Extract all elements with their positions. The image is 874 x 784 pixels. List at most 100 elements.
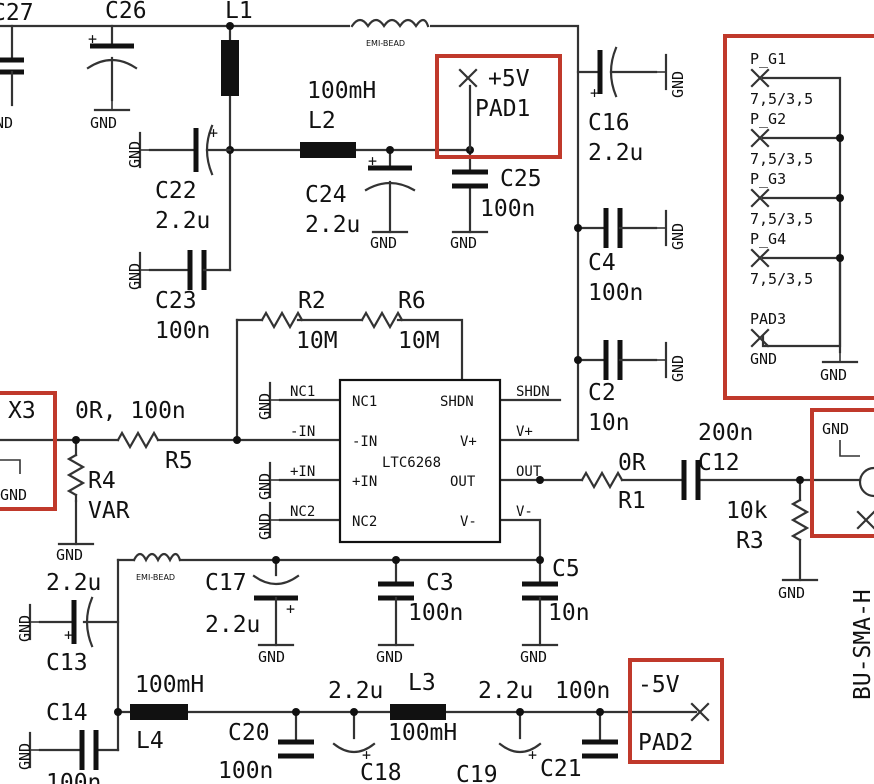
label-c2: C2: [588, 380, 616, 406]
label-c24: C24: [305, 182, 347, 208]
svg-text:+: +: [368, 152, 377, 170]
value-r5: 0R, 100n: [75, 398, 186, 424]
value-c2: 10n: [588, 410, 630, 436]
capacitor-c12: 200n C12: [681, 420, 753, 500]
gnd-c3: GND: [376, 648, 403, 666]
label-c16: C16: [588, 110, 630, 136]
gnd-r3: GND: [778, 584, 805, 602]
label-c5: C5: [552, 556, 580, 582]
label-c23: C23: [155, 288, 197, 314]
gnd-c16: GND: [669, 71, 687, 98]
value-c23: 100n: [155, 318, 210, 344]
label-sma: BU-SMA-H: [850, 589, 874, 700]
pin-out: OUT: [450, 474, 476, 490]
svg-text:+: +: [64, 626, 73, 644]
gnd-c2: GND: [669, 355, 687, 382]
label-c17: C17: [205, 570, 247, 596]
svg-text:+: +: [362, 746, 371, 764]
inductor-l1: L1: [221, 0, 253, 96]
net-minus-in: -IN: [290, 424, 315, 440]
ferrite-bead-bottom: EMI-BEAD: [132, 552, 182, 582]
svg-text:+: +: [88, 30, 97, 48]
value-l2: 100mH: [307, 78, 376, 104]
value-c24: 2.2u: [305, 212, 360, 238]
net-nc1: NC1: [290, 384, 315, 400]
label-x3: X3: [8, 398, 36, 424]
value-r1: 0R: [618, 450, 646, 476]
gnd-c22: GND: [126, 141, 144, 168]
pad-size-1: 7,5/3,5: [750, 90, 813, 108]
svg-text:+: +: [590, 84, 599, 102]
label-r1: R1: [618, 488, 646, 514]
connector-sma: GND BU-SMA-H: [810, 408, 874, 700]
ic-ltc6268: NC1 -IN +IN NC2 SHDN V+ OUT V- LTC6268 N…: [256, 378, 550, 544]
resistor-r5: 0R, 100n R5: [75, 398, 193, 474]
pad1: +5V PAD1: [435, 54, 562, 159]
inductor-l2: 100mH L2: [300, 78, 376, 158]
value-r4: VAR: [88, 498, 130, 524]
pin-nc2: NC2: [352, 514, 377, 530]
ground-pads-block: P_G1 7,5/3,5 P_G2 7,5/3,5 P_G3 7,5/3,5 P…: [723, 34, 874, 400]
gnd-pad3: GND: [750, 350, 777, 368]
capacitor-c3: C3 100n GND: [376, 570, 463, 666]
pad-size-4: 7,5/3,5: [750, 270, 813, 288]
label-pad1: PAD1: [475, 96, 530, 122]
pad-name-1: P_G1: [750, 50, 786, 68]
value-l3: 100mH: [388, 720, 457, 746]
pad-size-3: 7,5/3,5: [750, 210, 813, 228]
label-r3: R3: [736, 528, 764, 554]
ferrite-bead-top: EMI-BEAD: [350, 18, 430, 48]
capacitor-c17: + C17 2.2u GND: [205, 570, 300, 666]
capacitor-c5: C5 10n GND: [520, 556, 590, 666]
pin-vminus: V-: [460, 514, 477, 530]
capacitor-c23: GND C23 100n: [126, 250, 232, 344]
label-l1: L1: [225, 0, 253, 24]
label-c4: C4: [588, 250, 616, 276]
highlight-pad2: [628, 658, 724, 764]
label-c12: C12: [698, 450, 740, 476]
label-c25: C25: [500, 166, 542, 192]
label-r2: R2: [298, 288, 326, 314]
resistor-r1: 0R R1: [580, 450, 646, 514]
value-c17: 2.2u: [205, 612, 260, 638]
label-l4: L4: [136, 728, 164, 754]
svg-text:+: +: [209, 124, 218, 142]
gnd-c13: GND: [16, 615, 34, 642]
gnd-c26: GND: [90, 114, 117, 132]
value-c21: 2.2u: [478, 678, 533, 704]
value-c13: 2.2u: [46, 570, 101, 596]
resistor-r6: R6 10M: [360, 288, 440, 354]
connector-x3: X3 GND: [0, 391, 57, 511]
value-r6: 10M: [398, 328, 440, 354]
net-vminus: V-: [516, 504, 533, 520]
label-c19: C19: [456, 762, 498, 784]
pad-name-2: P_G2: [750, 110, 786, 128]
net-vplus: V+: [516, 424, 533, 440]
gnd-c17: GND: [258, 648, 285, 666]
label-c21: C21: [540, 756, 582, 782]
value-c18: 2.2u: [328, 678, 383, 704]
capacitor-c13: + GND 2.2u C13: [16, 570, 101, 676]
capacitor-c24: + C24 2.2u GND: [305, 152, 416, 252]
capacitor-c22: + GND C22 2.2u: [126, 124, 232, 234]
value-l4: 100mH: [135, 672, 204, 698]
gnd-pads-block: GND: [820, 366, 847, 384]
value-r2: 10M: [296, 328, 338, 354]
net-plus-in: +IN: [290, 464, 315, 480]
capacitor-c2: GND C2 10n: [588, 340, 687, 436]
value-c-right: 100n: [555, 678, 610, 704]
value-c20: 100n: [218, 758, 273, 784]
label-r5: R5: [165, 448, 193, 474]
label-emi-bead-top: EMI-BEAD: [366, 39, 405, 48]
capacitor-c26: + C26 GND: [86, 0, 147, 132]
pad-name-4: P_G4: [750, 230, 786, 248]
gnd-nc1: GND: [256, 393, 274, 420]
pad2-net: -5V: [638, 672, 680, 698]
label-c26: C26: [105, 0, 147, 24]
capacitor-c27: C27 GND: [0, 0, 34, 132]
svg-text:+: +: [528, 746, 537, 764]
highlight-x3: [0, 391, 57, 511]
highlight-pad1: [435, 54, 562, 159]
gnd-c27: GND: [0, 114, 13, 132]
value-c25: 100n: [480, 196, 535, 222]
